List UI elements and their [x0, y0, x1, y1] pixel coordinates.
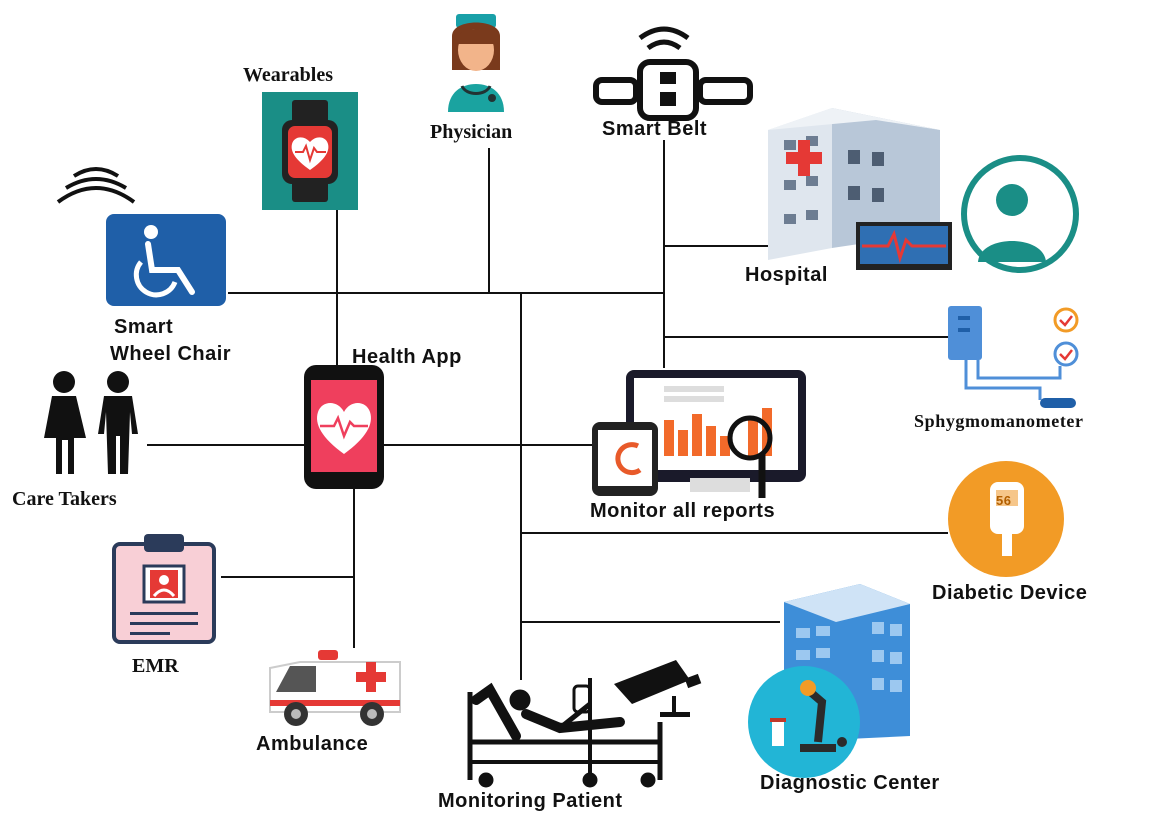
monitoring-patient-label: Monitoring Patient	[438, 790, 623, 812]
hospital-label: Hospital	[745, 264, 828, 286]
smart-wheel-chair-label-line2: Wheel Chair	[110, 343, 232, 365]
diabetic-device-label: Diabetic Device	[932, 582, 1088, 604]
ambulance-label: Ambulance	[256, 733, 369, 755]
hospital-icon	[768, 108, 1079, 273]
smart-wheel-chair-label-line1: Smart	[114, 316, 174, 338]
doctor-icon	[448, 14, 504, 112]
health-app-label: Health App	[352, 346, 462, 368]
smart-belt-icon	[593, 26, 753, 121]
connector-lines	[147, 140, 950, 680]
smartwatch-heart-icon	[262, 92, 358, 210]
lab-building-icon	[748, 584, 910, 778]
smartphone-heart-icon	[304, 365, 384, 489]
monitor-reports-label: Monitor all reports	[590, 500, 776, 522]
dashboard-icon	[592, 370, 806, 498]
care-takers-label: Care Takers	[12, 488, 117, 510]
glucometer-reading: 56	[996, 493, 1012, 508]
diagnostic-center-label: Diagnostic Center	[760, 772, 940, 794]
people-icon	[44, 371, 138, 474]
wheelchair-icon	[56, 167, 226, 306]
physician-label: Physician	[430, 121, 513, 143]
blood-pressure-icon	[948, 306, 1079, 408]
wearables-label: Wearables	[243, 64, 333, 86]
medical-record-icon	[112, 534, 216, 644]
patient-bed-icon	[467, 660, 702, 788]
glucometer-icon	[948, 461, 1064, 577]
emr-label: EMR	[132, 655, 179, 677]
sphygmomanometer-label: Sphygmomanometer	[914, 411, 1084, 431]
smart-belt-label: Smart Belt	[602, 118, 708, 140]
ambulance-icon	[269, 650, 401, 726]
